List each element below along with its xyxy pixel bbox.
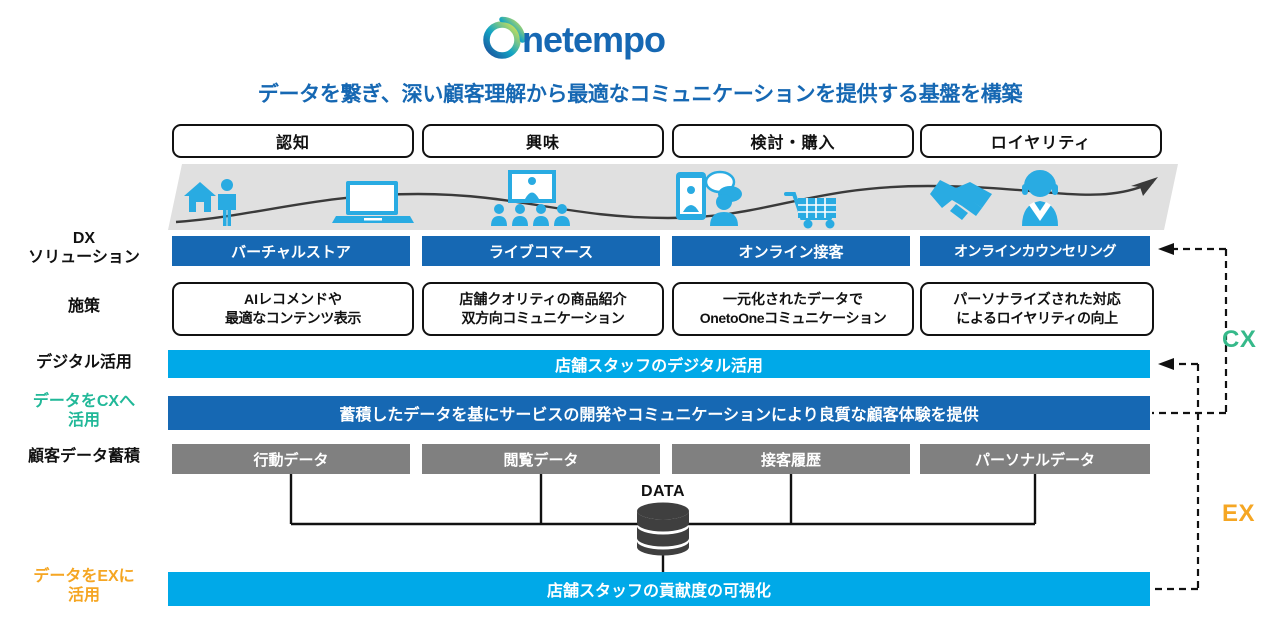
stage-pill-awareness: 認知 xyxy=(172,124,414,158)
data-box-service-history: 接客履歴 xyxy=(672,444,910,474)
arrow-head-digital-icon xyxy=(1158,358,1174,370)
row-label-customer-data: 顧客データ蓄積 xyxy=(27,448,140,465)
side-label-ex: EX xyxy=(1222,500,1256,527)
person-standing-icon xyxy=(218,179,236,226)
bar-cx-experience: 蓄積したデータを基にサービスの開発やコミュニケーションにより良質な顧客体験を提供 xyxy=(168,396,1150,430)
row-label-cx-line2: 活用 xyxy=(67,411,100,429)
row-label-ex-line1: データをEXに xyxy=(33,568,135,585)
row-label-dx-line1: DX xyxy=(72,230,96,247)
customer-journey-band xyxy=(168,164,1178,230)
dx-box-online-service: オンライン接客 xyxy=(672,236,910,266)
measure-1-line2: 双方向コミュニケーション xyxy=(461,310,625,326)
stage-pill-consideration-purchase: 検討・購入 xyxy=(672,124,914,158)
dx-box-virtual-store: バーチャルストア xyxy=(172,236,410,266)
laptop-icon xyxy=(332,181,414,223)
customer-person-icon xyxy=(710,194,738,226)
bar-ex-visualization: 店舗スタッフの貢献度の可視化 xyxy=(168,572,1150,606)
row-label-measures: 施策 xyxy=(67,298,100,315)
measure-2-line1: 一元化されたデータで xyxy=(723,291,863,308)
bar-digital-utilization: 店舗スタッフのデジタル活用 xyxy=(168,350,1150,378)
stage-pill-loyalty: ロイヤリティ xyxy=(920,124,1162,158)
data-box-browsing: 閲覧データ xyxy=(422,444,660,474)
data-box-personal: パーソナルデータ xyxy=(920,444,1150,474)
measure-0-line2: 最適なコンテンツ表示 xyxy=(225,310,361,326)
row-label-digital-use: デジタル活用 xyxy=(36,354,132,371)
arrow-head-icon xyxy=(1131,177,1158,196)
smartphone-video-chat-icon xyxy=(676,170,742,220)
measure-2-line2: OnetoOneコミュニケーション xyxy=(699,310,887,326)
measure-box-consideration: 一元化されたデータで OnetoOneコミュニケーション xyxy=(672,282,914,336)
measure-1-line1: 店舗クオリティの商品紹介 xyxy=(459,291,627,308)
row-label-dx-line2: ソリューション xyxy=(28,248,140,266)
house-icon xyxy=(184,182,216,212)
database-cylinder-icon xyxy=(630,502,696,556)
page-subtitle: データを繋ぎ、深い顧客理解から最適なコミュニケーションを提供する基盤を構築 xyxy=(257,83,1023,106)
measure-0-line1: AIレコメンドや xyxy=(244,291,342,308)
measure-box-loyalty: パーソナライズされた対応 によるロイヤリティの向上 xyxy=(920,282,1154,336)
row-label-cx-line1: データをCXへ xyxy=(32,393,136,410)
measure-box-interest: 店舗クオリティの商品紹介 双方向コミュニケーション xyxy=(422,282,664,336)
measure-3-line2: によるロイヤリティの向上 xyxy=(956,310,1118,326)
row-label-dx-solution: DX ソリューション xyxy=(0,230,168,268)
dx-box-online-counseling: オンラインカウンセリング xyxy=(920,236,1150,266)
handshake-icon xyxy=(930,180,992,220)
dx-box-live-commerce: ライブコマース xyxy=(422,236,660,266)
headset-agent-icon xyxy=(1022,170,1058,226)
row-label-data-to-ex: データをEXに 活用 xyxy=(0,568,168,606)
arrow-head-dx-icon xyxy=(1158,243,1174,255)
stage-pill-interest: 興味 xyxy=(422,124,664,158)
data-box-behavior: 行動データ xyxy=(172,444,410,474)
measure-3-line1: パーソナライズされた対応 xyxy=(953,291,1121,308)
row-label-data-to-cx: データをCXへ 活用 xyxy=(0,393,168,431)
data-store-label: DATA xyxy=(640,483,686,500)
svg-text:netempo: netempo xyxy=(522,19,665,60)
audience-people-icon xyxy=(491,204,570,226)
onetempo-logo: netempo xyxy=(478,14,718,62)
side-label-cx: CX xyxy=(1222,326,1257,353)
row-label-ex-line2: 活用 xyxy=(67,586,100,604)
presentation-screen-icon xyxy=(508,170,556,203)
measure-box-awareness: AIレコメンドや 最適なコンテンツ表示 xyxy=(172,282,414,336)
shopping-cart-icon xyxy=(784,192,836,229)
